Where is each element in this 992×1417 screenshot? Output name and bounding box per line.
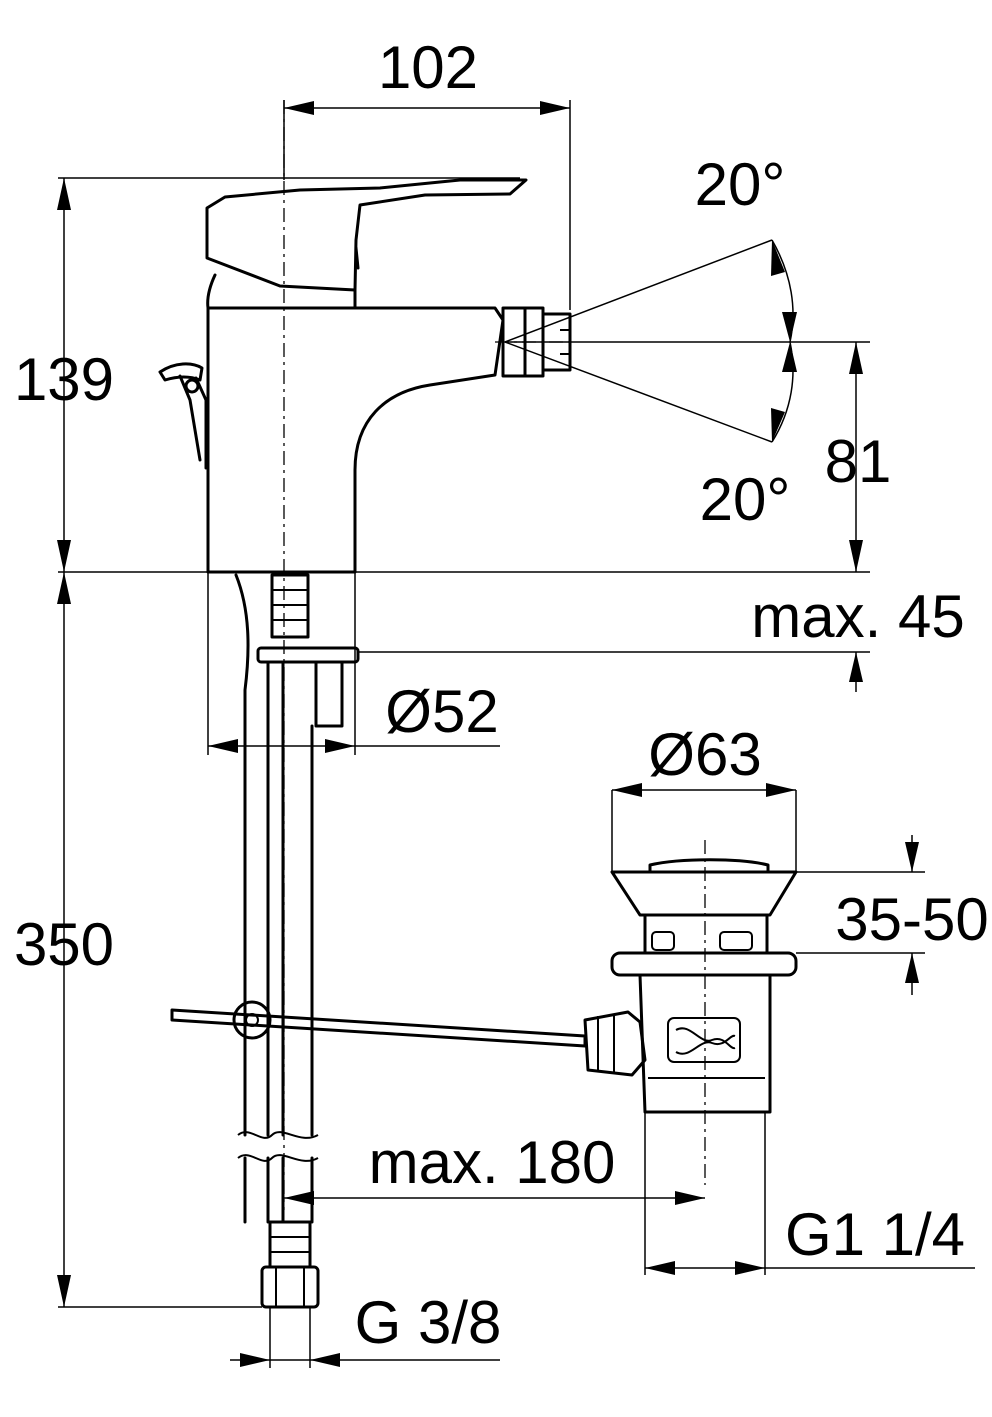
label-drain-thread: G1 1/4 xyxy=(785,1201,965,1268)
label-drain-diameter: Ø63 xyxy=(648,721,761,788)
label-angle-down: 20° xyxy=(700,466,791,533)
label-max-thickness: max. 45 xyxy=(751,583,964,650)
label-spout-height: 81 xyxy=(825,428,892,495)
pop-up-linkage xyxy=(170,1000,647,1077)
dimension-lines xyxy=(57,100,975,1368)
label-max-distance: max. 180 xyxy=(369,1129,616,1196)
label-top-width: 102 xyxy=(378,34,478,101)
label-angle-up: 20° xyxy=(695,151,786,218)
label-base-diameter: Ø52 xyxy=(385,678,498,745)
faucet-body xyxy=(158,178,572,574)
label-supply-thread: G 3/8 xyxy=(355,1289,502,1356)
waste-valve xyxy=(610,858,798,1114)
label-supply-length: 350 xyxy=(14,911,114,978)
label-drain-height: 35-50 xyxy=(835,886,988,953)
label-total-height: 139 xyxy=(14,346,114,413)
mounting-parts xyxy=(234,573,360,1309)
